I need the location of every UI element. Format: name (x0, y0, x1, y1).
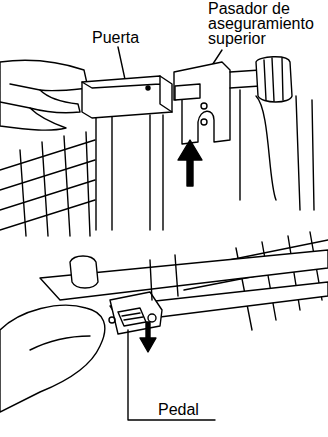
gate-frame (150, 255, 178, 300)
knob-detail (264, 58, 283, 101)
pedal-housing (110, 292, 162, 334)
screw (146, 86, 150, 90)
gate-latch-edge (82, 76, 172, 112)
hand-detail (0, 84, 40, 108)
gate-frame (240, 90, 314, 210)
screw (201, 103, 207, 109)
screw (201, 119, 207, 125)
hand (0, 305, 105, 412)
locking-pin (175, 84, 200, 100)
direction-arrow (140, 322, 156, 352)
part-label: Puerta (92, 30, 172, 45)
wire-mesh (0, 132, 95, 236)
knob (256, 57, 292, 102)
pedal (118, 308, 146, 326)
gate-latch (82, 76, 172, 118)
direction-arrow (178, 140, 202, 186)
hand-detail (30, 336, 90, 350)
locking-pin-bracket (174, 62, 230, 144)
hand (0, 60, 88, 130)
gate-frame (96, 115, 163, 230)
screw (109, 317, 115, 323)
part-label: Pedal (158, 402, 238, 417)
part-label: Pasador de aseguramiento superior (208, 1, 326, 46)
hinge (70, 256, 98, 288)
screw (148, 314, 156, 322)
rod (230, 70, 260, 88)
pedal-tread (122, 313, 143, 320)
